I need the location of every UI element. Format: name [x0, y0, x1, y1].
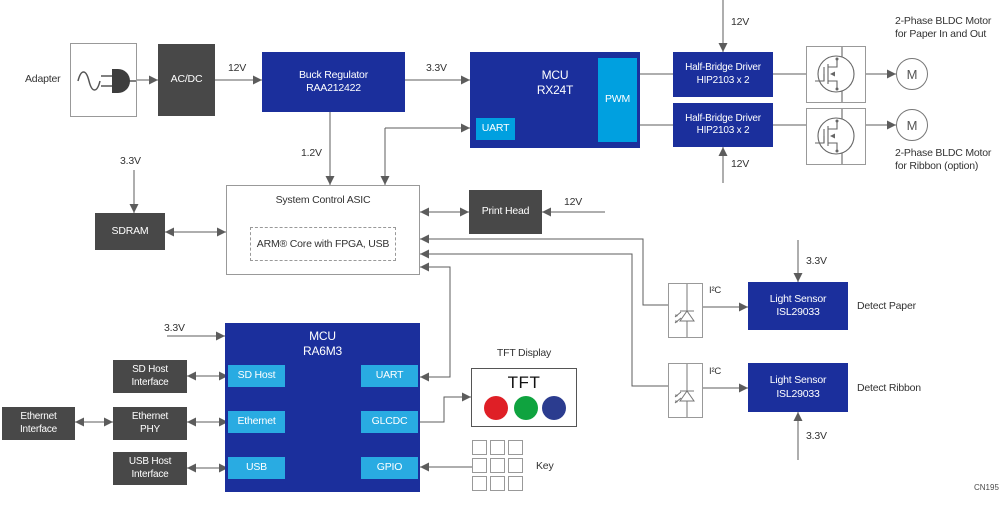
motor-2-caption: 2-Phase BLDC Motor for Ribbon (option): [895, 147, 992, 173]
tft-red-dot: [484, 396, 508, 420]
photodiode-icon: [674, 364, 695, 417]
acdc-box: AC/DC: [158, 44, 215, 116]
tft-label: TFT: [507, 373, 541, 392]
key-cell: [508, 458, 523, 473]
gpio-block: GPIO: [361, 457, 418, 479]
figure-code: CN195: [974, 483, 999, 492]
light-sensor-paper-box: Light Sensor ISL29033: [748, 282, 848, 330]
v1-2-label: 1.2V: [301, 147, 322, 159]
adapter-label: Adapter: [25, 73, 61, 85]
key-cell: [490, 476, 505, 491]
mosfet-icon: [815, 47, 855, 102]
motor-2: M: [896, 109, 928, 141]
wire-sensor-ribbon-asic: [420, 249, 670, 387]
motor-1: M: [896, 58, 928, 90]
photodiode-icon: [674, 284, 695, 337]
key-cell: [472, 458, 487, 473]
motor-1-caption: 2-Phase BLDC Motor for Paper In and Out: [895, 15, 992, 41]
adapter-box: [70, 43, 137, 117]
key-cell: [472, 476, 487, 491]
key-cell: [508, 440, 523, 455]
mosfet-icon: [815, 109, 855, 164]
half-bridge-driver-1-box: Half-Bridge Driver HIP2103 x 2: [673, 52, 773, 97]
v33-sensor-paper-label: 3.3V: [806, 255, 827, 267]
light-sensor-ribbon-box: Light Sensor ISL29033: [748, 363, 848, 412]
v33-sensor-ribbon-label: 3.3V: [806, 430, 827, 442]
v33-sdram-label: 3.3V: [120, 155, 141, 167]
v33-ra6m3-label: 3.3V: [164, 322, 185, 334]
wire-sensor-paper-asic: [420, 234, 668, 306]
buck-regulator-box: Buck Regulator RAA212422: [262, 52, 405, 112]
ethernet-interface-box: Ethernet Interface: [2, 407, 75, 440]
tft-blue-dot: [542, 396, 566, 420]
v12-motor-top-label: 12V: [731, 16, 750, 28]
half-bridge-driver-2-box: Half-Bridge Driver HIP2103 x 2: [673, 103, 773, 147]
uart-block-ra6m3: UART: [361, 365, 418, 387]
mcu-ra6m3-title: MCU RA6M3: [302, 329, 342, 358]
wire-asic-ra6m3-uart: [420, 262, 451, 382]
key-label: Key: [536, 460, 554, 472]
printhead-box: Print Head: [469, 190, 542, 234]
sdram-box: SDRAM: [95, 213, 165, 250]
v33-main-label: 3.3V: [426, 62, 447, 74]
photodiode-box-ribbon: [668, 363, 703, 418]
ac-plug-icon: [77, 69, 136, 93]
sd-host-interface-box: SD Host Interface: [113, 360, 187, 393]
glcdc-block: GLCDC: [361, 411, 418, 433]
wire-glcdc-tft: [418, 392, 471, 423]
ethernet-phy-box: Ethernet PHY: [113, 407, 187, 440]
uart-block-rx24t: UART: [476, 118, 515, 140]
key-cell: [490, 458, 505, 473]
tft-green-dot: [514, 396, 538, 420]
mosfet-box-1: [806, 46, 866, 103]
detect-ribbon-label: Detect Ribbon: [857, 382, 921, 394]
ethernet-block: Ethernet: [228, 411, 285, 433]
sd-host-block: SD Host: [228, 365, 285, 387]
i2c-paper-label: I²C: [709, 285, 722, 296]
v12-motor-bottom-label: 12V: [731, 158, 750, 170]
key-cell: [508, 476, 523, 491]
key-cell: [472, 440, 487, 455]
key-cell: [490, 440, 505, 455]
usb-host-interface-box: USB Host Interface: [113, 452, 187, 485]
pwm-block: PWM: [598, 58, 637, 142]
photodiode-box-paper: [668, 283, 703, 338]
detect-paper-label: Detect Paper: [857, 300, 916, 312]
mcu-rx24t-title: MCU RX24T: [536, 68, 574, 97]
usb-block: USB: [228, 457, 285, 479]
asic-title: System Control ASIC: [275, 194, 371, 206]
i2c-ribbon-label: I²C: [709, 366, 722, 377]
keypad-grid: [472, 440, 523, 491]
v12-printhead-label: 12V: [564, 196, 583, 208]
arm-core-box: ARM® Core with FPGA, USB: [250, 227, 396, 261]
tft-display-label: TFT Display: [496, 347, 552, 359]
v12-in-label: 12V: [228, 62, 247, 74]
tft-box: TFT: [471, 368, 577, 427]
mosfet-box-2: [806, 108, 866, 165]
